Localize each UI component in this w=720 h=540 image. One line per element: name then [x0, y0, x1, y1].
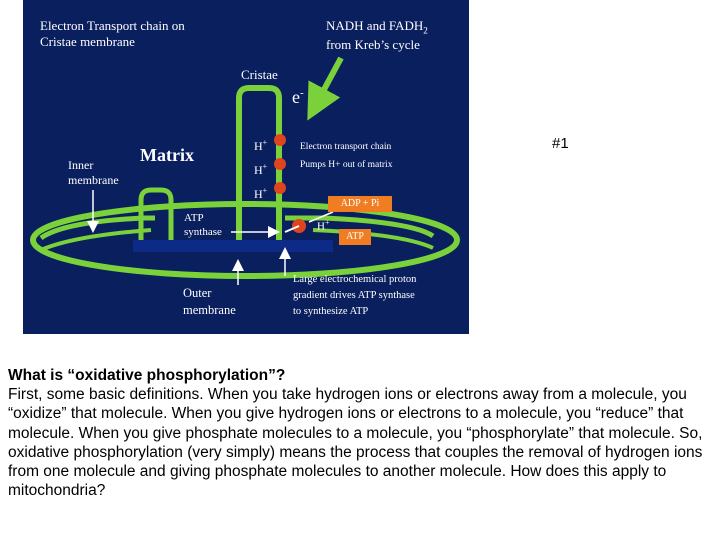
outer-membrane-label: Outer membrane	[183, 285, 236, 319]
h-plus-2: H+	[254, 162, 267, 178]
electron-charge: -	[300, 87, 304, 99]
plus-sign: +	[324, 218, 330, 227]
atp-synthase-line1: ATP	[184, 212, 204, 224]
h-letter: H	[254, 139, 263, 153]
h-letter: H	[317, 220, 325, 233]
atp-box: ATP	[339, 229, 371, 245]
inner-membrane	[39, 215, 435, 252]
gradient-label: Large electrochemical proton gradient dr…	[293, 272, 416, 320]
title-right: NADH and FADH2 from Kreb’s cycle	[326, 18, 428, 53]
inner-membrane-line1: Inner	[68, 158, 94, 172]
title-right-line1: NADH and FADH	[326, 18, 424, 33]
body-text: First, some basic definitions. When you …	[8, 386, 703, 500]
h-plus-4: H+	[317, 218, 329, 234]
question-heading: What is “oxidative phosphorylation”?	[8, 367, 286, 384]
diagram-graphics	[30, 56, 460, 285]
h-letter: H	[254, 187, 263, 201]
title-left: Electron Transport chain on Cristae memb…	[40, 18, 185, 51]
title-right-sub: 2	[423, 25, 428, 36]
cristae-fold	[236, 85, 282, 244]
gradient-line1: Large electrochemical proton	[293, 274, 417, 285]
intermembrane-space	[133, 240, 333, 252]
inner-membrane-line2: membrane	[68, 173, 119, 187]
slide-number: #1	[552, 135, 569, 152]
adp-arrow	[308, 211, 334, 223]
atp-synthase-line2: synthase	[184, 225, 222, 238]
outer-membrane	[30, 201, 460, 279]
outer-membrane-line2: membrane	[183, 303, 236, 317]
plus-sign: +	[262, 138, 268, 147]
h-letter: H	[254, 163, 263, 177]
gradient-line2: gradient drives ATP synthase	[293, 290, 415, 301]
adp-box: ADP + Pi	[328, 196, 392, 212]
outer-membrane-line1: Outer	[183, 286, 212, 300]
plus-sign: +	[262, 162, 268, 171]
matrix-label: Matrix	[140, 145, 194, 165]
cristae-label: Cristae	[241, 67, 278, 82]
h-plus-1: H+	[254, 138, 267, 154]
title-right-line2: from Kreb’s cycle	[326, 36, 420, 52]
etc-label: Electron transport chain Pumps H+ out of…	[300, 138, 392, 174]
plus-sign: +	[262, 186, 268, 195]
inner-membrane-label: Inner membrane	[68, 158, 119, 188]
electron-transport-proteins	[274, 134, 286, 194]
title-left-line1: Electron Transport chain on	[40, 18, 185, 33]
electron-letter: e	[292, 87, 300, 107]
small-crista-fold	[138, 187, 174, 244]
title-left-line2: Cristae membrane	[40, 34, 135, 50]
h-plus-3: H+	[254, 186, 267, 202]
text-block: What is “oxidative phosphorylation”? Fir…	[8, 366, 708, 500]
mitochondria-diagram: Electron Transport chain on Cristae memb…	[23, 0, 469, 334]
gradient-line3: to synthesize ATP	[293, 306, 369, 317]
electron-label: e-	[292, 86, 304, 109]
etc-line1: Electron transport chain	[300, 142, 392, 152]
atp-synthase-label: ATP synthase	[184, 212, 222, 240]
etc-line2: Pumps H+ out of matrix	[300, 160, 393, 170]
electron-arrow	[307, 56, 344, 121]
